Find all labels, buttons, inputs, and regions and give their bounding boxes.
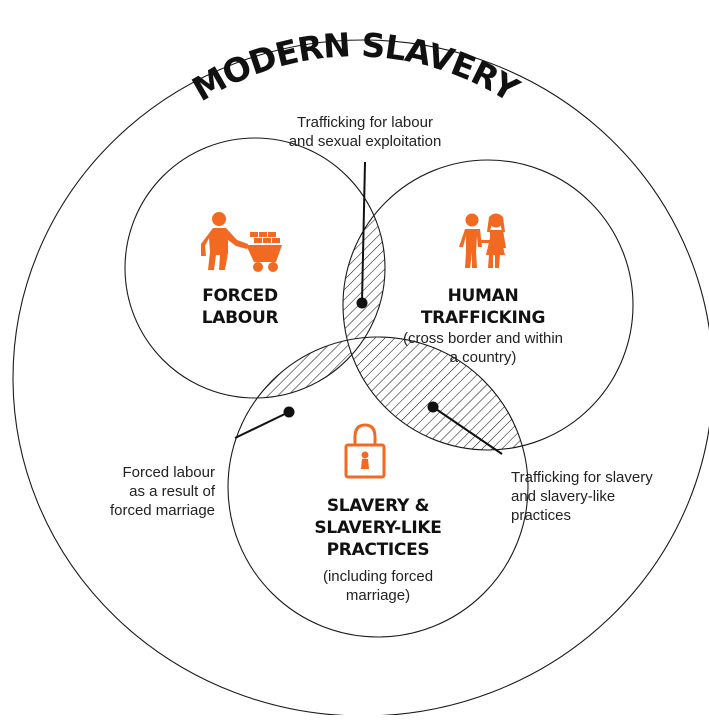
callout-right-line-2: and slavery-like [511,488,616,505]
leader-line-top [361,161,366,303]
callout-top-line-1: Trafficking for labour [297,114,433,131]
human-trafficking-title: HUMAN [447,286,519,306]
callout-right-line-3: practices [511,507,572,524]
slavery-title: SLAVERY & [326,496,430,516]
leader-dot-top [356,297,368,309]
callout-right: Trafficking for slavery and slavery-like… [511,468,701,525]
two-people-icon [459,213,506,268]
callout-left-line-3: forced marriage [109,502,215,519]
diagram-title: MODERN SLAVERY [185,25,526,110]
padlock-icon [344,423,386,479]
worker-pushing-cart-icon [201,212,282,272]
callout-top-line-2: and sexual exploitation [288,133,442,150]
forced-labour-circle [124,137,386,399]
overlap-trafficking-slavery [343,337,528,450]
callout-left-line-1: Forced labour [122,464,215,481]
forced-labour-title: FORCED LABOUR [201,286,279,328]
slavery-subtitle: (including forced [322,568,434,585]
callout-top: Trafficking for labour and sexual exploi… [250,113,480,151]
callout-left: Forced labour as a result of forced marr… [50,463,215,520]
human-trafficking-label: HUMAN TRAFFICKING (cross border and with… [388,285,578,367]
callout-right-line-1: Trafficking for slavery [511,469,653,486]
leader-line-left [234,411,290,439]
slavery-circle [227,336,529,638]
human-trafficking-subtitle: (cross border and within [402,330,564,347]
leader-dot-right [427,401,439,413]
leader-dot-left [283,406,295,418]
leader-line-right [432,406,503,455]
slavery-label: SLAVERY & SLAVERY-LIKE PRACTICES (includ… [270,495,486,605]
human-trafficking-circle [342,159,634,451]
callout-left-line-2: as a result of [129,483,215,500]
